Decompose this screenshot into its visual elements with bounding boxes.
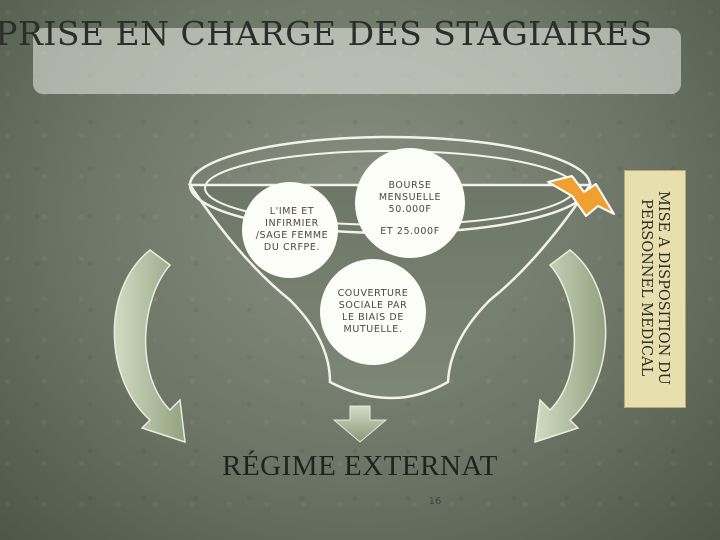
ime-line2: INFIRMIER: [265, 218, 319, 229]
circle-ime: [242, 182, 338, 278]
circle-couverture-text: COUVERTURE SOCIALE PAR LE BIAIS DE MUTUE…: [328, 288, 418, 336]
side-box: [624, 170, 686, 408]
left-curved-arrow: [113, 249, 186, 444]
bourse-line1: BOURSE: [388, 180, 432, 191]
bourse-line4: ET 25.000F: [380, 226, 440, 237]
page-number: 16: [428, 496, 442, 507]
title-banner: [33, 28, 681, 94]
bourse-line2: MENSUELLE: [378, 192, 442, 203]
circle-bourse-text: BOURSE MENSUELLE 50.000F ET 25.000F: [365, 180, 455, 238]
circle-bourse: [355, 148, 465, 258]
ime-line4: DU CRFPE.: [263, 242, 321, 253]
slide-title: PRISE EN CHARGE DES STAGIAIRES: [0, 13, 653, 53]
regime-label: RÉGIME EXTERNAT: [222, 450, 498, 482]
right-curved-arrow: [534, 249, 607, 444]
couverture-line4: MUTUELLE.: [343, 324, 403, 335]
side-box-line1: MISE A DISPOSITION DU: [655, 191, 671, 385]
side-box-line2: PERSONNEL MEDICAL: [638, 199, 654, 377]
ime-line1: L'IME ET: [269, 206, 315, 217]
couverture-line2: SOCIALE PAR: [338, 300, 408, 311]
down-arrow: [332, 405, 388, 443]
circle-ime-text: L'IME ET INFIRMIER /SAGE FEMME DU CRFPE.: [250, 206, 334, 254]
circle-couverture: [320, 259, 426, 365]
couverture-line3: LE BIAIS DE: [342, 312, 404, 323]
side-box-text: MISE A DISPOSITION DU PERSONNEL MEDICAL: [624, 170, 684, 406]
ime-line3: /SAGE FEMME: [255, 230, 329, 241]
bourse-line3: 50.000F: [388, 204, 432, 215]
couverture-line1: COUVERTURE: [337, 288, 409, 299]
lightning-bolt-icon: [547, 175, 615, 217]
